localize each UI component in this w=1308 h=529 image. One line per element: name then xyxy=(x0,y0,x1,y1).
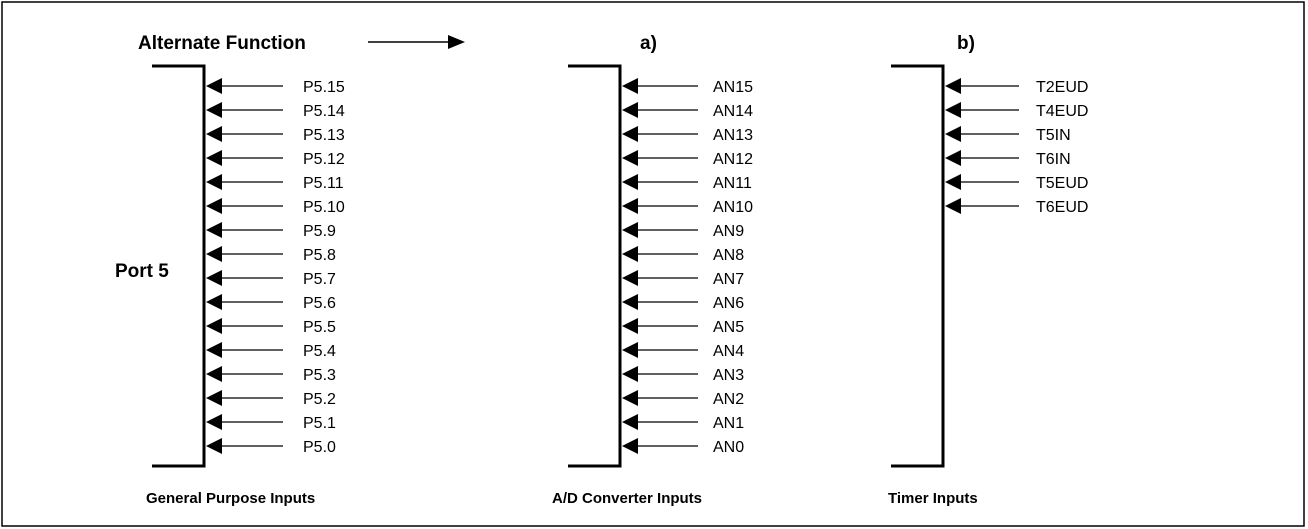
an-arrow-head xyxy=(622,174,638,190)
column-label-a: a) xyxy=(640,33,657,54)
an-arrow-head xyxy=(622,198,638,214)
gp-arrow-head xyxy=(206,198,222,214)
port-5-label: Port 5 xyxy=(115,261,169,282)
left-bracket xyxy=(152,64,206,468)
gp-arrow-head xyxy=(206,294,222,310)
timer-arrow-head xyxy=(945,198,961,214)
ad-converter-inputs-caption: A/D Converter Inputs xyxy=(552,490,702,507)
timer-arrow-head xyxy=(945,102,961,118)
an-arrow-head xyxy=(622,366,638,382)
gp-pin-label: P5.13 xyxy=(303,127,345,144)
general-purpose-inputs-caption: General Purpose Inputs xyxy=(146,490,315,507)
gp-pin-label: P5.14 xyxy=(303,103,345,120)
gp-arrow-head xyxy=(206,318,222,334)
middle-bracket xyxy=(568,64,622,468)
timer-arrow-head xyxy=(945,78,961,94)
an-pin-label: AN15 xyxy=(713,79,753,96)
timer-pin-group: T2EUD T4EUD T5IN T6IN T5EUD T6EUD xyxy=(945,78,1088,216)
gp-pin-label: P5.2 xyxy=(303,391,336,408)
an-pin-label: AN5 xyxy=(713,319,744,336)
alternate-function-title: Alternate Function xyxy=(138,33,306,54)
gp-pin-label: P5.15 xyxy=(303,79,345,96)
timer-arrow-head xyxy=(945,150,961,166)
an-arrow-head xyxy=(622,294,638,310)
an-pin-label: AN7 xyxy=(713,271,744,288)
timer-pin-label: T4EUD xyxy=(1036,103,1088,120)
an-arrow-head xyxy=(622,126,638,142)
timer-pin-label: T2EUD xyxy=(1036,79,1088,96)
general-purpose-pin-group: P5.15P5.14P5.13P5.12P5.11P5.10P5.9P5.8P5… xyxy=(206,78,345,456)
an-pin-label: AN4 xyxy=(713,343,744,360)
an-pin-label: AN8 xyxy=(713,247,744,264)
an-arrow-head xyxy=(622,390,638,406)
gp-pin-label: P5.9 xyxy=(303,223,336,240)
timer-pin-label: T5IN xyxy=(1036,127,1071,144)
right-bracket xyxy=(891,64,945,468)
gp-arrow-head xyxy=(206,126,222,142)
an-pin-label: AN2 xyxy=(713,391,744,408)
gp-pin-label: P5.7 xyxy=(303,271,336,288)
an-arrow-head xyxy=(622,342,638,358)
an-pin-label: AN10 xyxy=(713,199,753,216)
timer-inputs-caption: Timer Inputs xyxy=(888,490,978,507)
gp-pin-label: P5.10 xyxy=(303,199,345,216)
an-arrow-head xyxy=(622,222,638,238)
an-pin-label: AN0 xyxy=(713,439,744,456)
gp-arrow-head xyxy=(206,438,222,454)
gp-arrow-head xyxy=(206,222,222,238)
gp-arrow-head xyxy=(206,366,222,382)
gp-pin-label: P5.0 xyxy=(303,439,336,456)
an-pin-label: AN14 xyxy=(713,103,753,120)
an-arrow-head xyxy=(622,414,638,430)
gp-arrow-head xyxy=(206,246,222,262)
timer-pin-label: T5EUD xyxy=(1036,175,1088,192)
an-arrow-head xyxy=(622,102,638,118)
an-pin-label: AN9 xyxy=(713,223,744,240)
an-arrow-head xyxy=(622,270,638,286)
timer-arrow-head xyxy=(945,174,961,190)
an-arrow-head xyxy=(622,318,638,334)
gp-pin-label: P5.5 xyxy=(303,319,336,336)
timer-pin-label: T6IN xyxy=(1036,151,1071,168)
timer-arrow-head xyxy=(945,126,961,142)
an-arrow-head xyxy=(622,78,638,94)
an-pin-label: AN11 xyxy=(713,175,752,192)
column-label-b: b) xyxy=(957,33,975,54)
an-arrow-head xyxy=(622,246,638,262)
an-pin-label: AN1 xyxy=(713,415,744,432)
an-arrow-head xyxy=(622,438,638,454)
an-pin-label: AN12 xyxy=(713,151,753,168)
gp-arrow-head xyxy=(206,78,222,94)
gp-pin-label: P5.4 xyxy=(303,343,336,360)
gp-pin-label: P5.3 xyxy=(303,367,336,384)
title-arrow-head xyxy=(448,35,465,49)
gp-arrow-head xyxy=(206,102,222,118)
gp-arrow-head xyxy=(206,390,222,406)
gp-arrow-head xyxy=(206,342,222,358)
an-arrow-head xyxy=(622,150,638,166)
gp-pin-label: P5.8 xyxy=(303,247,336,264)
an-pin-label: AN13 xyxy=(713,127,753,144)
an-pin-label: AN6 xyxy=(713,295,744,312)
gp-arrow-head xyxy=(206,414,222,430)
gp-pin-label: P5.6 xyxy=(303,295,336,312)
timer-pin-label: T6EUD xyxy=(1036,199,1088,216)
gp-arrow-head xyxy=(206,270,222,286)
ad-converter-pin-group: AN15AN14AN13AN12AN11AN10AN9AN8AN7AN6AN5A… xyxy=(622,78,753,456)
gp-arrow-head xyxy=(206,174,222,190)
an-pin-label: AN3 xyxy=(713,367,744,384)
gp-pin-label: P5.11 xyxy=(303,175,344,192)
gp-arrow-head xyxy=(206,150,222,166)
gp-pin-label: P5.12 xyxy=(303,151,345,168)
gp-pin-label: P5.1 xyxy=(303,415,336,432)
